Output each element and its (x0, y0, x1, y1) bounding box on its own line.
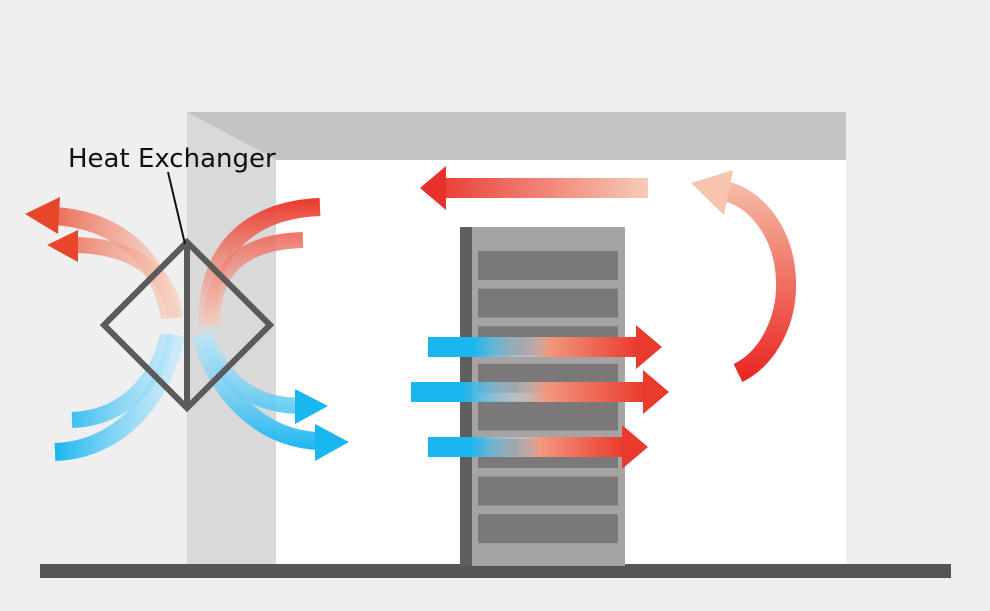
rack-airflow-arrow-2 (411, 370, 669, 414)
rack-slot (478, 476, 618, 506)
heat-exchanger-label: Heat Exchanger (68, 144, 276, 174)
rack-slot (478, 288, 618, 318)
ceiling-beam (187, 112, 846, 160)
heat-exchanger-icon (99, 237, 275, 413)
rack-airflow-arrow-3 (428, 425, 648, 469)
cold-supply-arrows-right (191, 332, 349, 461)
rack-slot (478, 514, 618, 544)
hot-intake-arrows-right (198, 198, 321, 326)
rack-airflow-arrow-1 (428, 325, 662, 369)
hot-air-return-arrow (420, 166, 648, 210)
floor (40, 564, 951, 578)
rack-slot (478, 401, 618, 431)
hot-air-curved-arrow (691, 170, 797, 382)
cold-intake-arrows-left (54, 333, 185, 461)
hot-exhaust-arrows-left (25, 197, 183, 320)
label-leader-line (167, 171, 186, 245)
rack-slot (478, 251, 618, 280)
